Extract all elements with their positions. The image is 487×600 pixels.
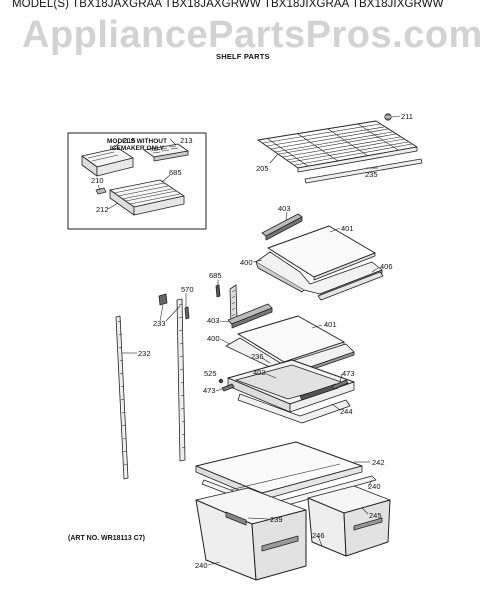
inset-icemaker-box bbox=[67, 132, 207, 230]
callout-210: 210 bbox=[91, 176, 104, 185]
callout-685-bracket: 685 bbox=[209, 271, 222, 280]
shelf-trim-235 bbox=[304, 158, 423, 184]
callout-403-lower: 403 bbox=[207, 316, 220, 325]
callout-473-left: 473 bbox=[203, 386, 216, 395]
inset-title-2: ICEMAKER ONLY bbox=[110, 145, 165, 152]
glass-shelf-401-upper bbox=[267, 225, 376, 281]
callout-685-inset: 685 bbox=[169, 168, 182, 177]
callout-215: 215 bbox=[123, 136, 136, 145]
inset-title-1: MODELS WITHOUT bbox=[107, 138, 167, 145]
deli-drawer-402 bbox=[227, 359, 355, 413]
callout-402: 402 bbox=[253, 368, 266, 377]
callout-232: 232 bbox=[138, 349, 151, 358]
shelf-ladder-232 bbox=[115, 315, 129, 480]
screw-211 bbox=[384, 113, 392, 121]
model-list: MODEL(S) TBX18JAXGRAA TBX18JAXGRWW TBX18… bbox=[12, 0, 444, 10]
drawer-slide-473 bbox=[221, 379, 349, 392]
callout-242: 242 bbox=[372, 458, 385, 467]
crisper-drawer-left-239 bbox=[195, 487, 307, 581]
callout-403-upper: 403 bbox=[278, 204, 291, 213]
callout-235: 235 bbox=[365, 170, 378, 179]
callout-239: 239 bbox=[270, 515, 283, 524]
callout-400-lower: 400 bbox=[207, 334, 220, 343]
callout-401-lower: 401 bbox=[324, 320, 337, 329]
callout-240-bottom: 240 bbox=[195, 561, 208, 570]
callout-labels: MODELS WITHOUT ICEMAKER ONLY 211 205 235… bbox=[91, 112, 413, 570]
diagram-subtitle: SHELF PARTS bbox=[216, 52, 270, 61]
shelf-trim-406 bbox=[317, 271, 384, 301]
callout-401-upper: 401 bbox=[341, 224, 354, 233]
shelf-frame-403-upper bbox=[261, 213, 303, 241]
leader-lines bbox=[97, 115, 401, 566]
callout-570: 570 bbox=[181, 285, 194, 294]
support-bracket-685 bbox=[215, 284, 221, 298]
callout-244: 244 bbox=[340, 407, 353, 416]
callout-525: 525 bbox=[204, 369, 217, 378]
callout-473-right: 473 bbox=[342, 369, 355, 378]
callout-236: 236 bbox=[251, 352, 264, 361]
callout-400-upper: 400 bbox=[240, 258, 253, 267]
crisper-drawer-right-246 bbox=[307, 485, 391, 557]
callout-213: 213 bbox=[180, 136, 193, 145]
ice-tray-213 bbox=[143, 143, 189, 162]
watermark-logo: AppliancePartsPros.com bbox=[22, 14, 483, 56]
shelf-frame-403-lower bbox=[227, 303, 273, 329]
callout-211: 211 bbox=[401, 112, 413, 121]
callout-245: 245 bbox=[369, 511, 382, 520]
ice-bucket-215 bbox=[81, 147, 134, 177]
drawer-cover-244 bbox=[237, 393, 351, 424]
callout-233: 233 bbox=[153, 319, 166, 328]
callout-212: 212 bbox=[96, 205, 109, 214]
callout-240-right: 240 bbox=[368, 482, 381, 491]
clip-210 bbox=[95, 187, 107, 195]
callout-406: 406 bbox=[380, 262, 393, 271]
ladder-screw bbox=[184, 306, 190, 320]
callout-246: 246 bbox=[312, 531, 325, 540]
wire-shelf-rods bbox=[262, 123, 413, 167]
wire-shelf-205 bbox=[257, 120, 418, 173]
art-number: (ART NO. WR18113 C7) bbox=[68, 535, 146, 542]
shelf-ladder-570 bbox=[176, 298, 186, 462]
ladder-cap-233 bbox=[158, 293, 168, 306]
ice-tray-support-212 bbox=[109, 179, 185, 216]
callout-205: 205 bbox=[256, 164, 269, 173]
